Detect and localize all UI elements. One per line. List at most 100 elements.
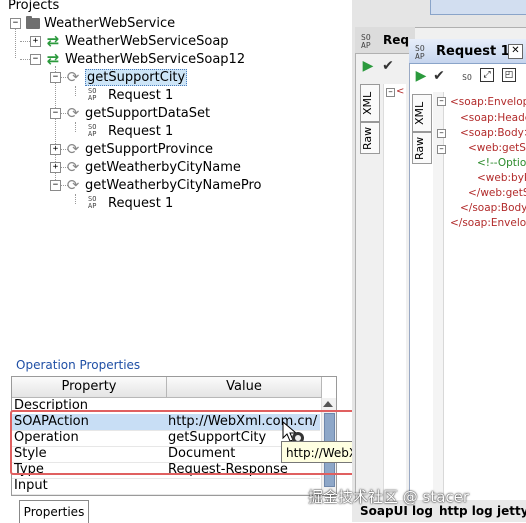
tree-node-service[interactable]: − WeatherWebService (10, 14, 175, 32)
collapse-toggle[interactable]: − (50, 71, 61, 83)
run-request-icon[interactable]: ▶ (362, 58, 374, 74)
tab-xml-back[interactable]: XML (360, 84, 380, 122)
window-edge (430, 0, 526, 15)
property-name: Description (14, 398, 89, 413)
fold-toggle[interactable]: − (437, 97, 446, 106)
xml-line: <soap:Header (460, 112, 526, 124)
property-value: getSupportCity (168, 430, 267, 445)
xml-editor[interactable] (433, 92, 526, 500)
property-name: Operation (14, 430, 79, 445)
tree-line (60, 149, 68, 150)
fold-toggle[interactable]: − (437, 145, 446, 154)
submit-check-icon[interactable]: ✔ (433, 68, 445, 84)
tree-node-operation[interactable]: − ⟳ getSupportCity (50, 68, 188, 86)
submit-check-icon[interactable]: ✔ (382, 58, 394, 74)
tree-node-operation[interactable]: + ⟳ getWeatherbyCityName (50, 158, 241, 176)
operation-name: getWeatherbyCityNamePro (85, 177, 262, 193)
request-window-front-titlebar[interactable] (409, 39, 526, 64)
tree-line (60, 113, 68, 114)
tree-node-binding[interactable]: − ⇄ WeatherWebServiceSoap12 (30, 50, 245, 68)
fold-toggle[interactable]: − (386, 88, 395, 97)
table-row-selected[interactable]: SOAPAction http://WebXml.com.cn/... (12, 414, 320, 431)
tree-node-operation[interactable]: − ⟳ getSupportDataSet (50, 104, 210, 122)
request-name: Request 1 (108, 195, 174, 211)
table-row[interactable]: Operation getSupportCity (12, 430, 320, 447)
tree-line (15, 28, 16, 58)
tree-node-operation[interactable]: + ⟳ getSupportProvince (50, 140, 213, 158)
tab-raw-back[interactable]: Raw (360, 122, 380, 154)
close-icon[interactable]: ✕ (508, 44, 523, 59)
fullscreen-icon[interactable]: ⤢ (480, 68, 494, 82)
property-name: Input (14, 478, 48, 493)
editor-gutter (433, 92, 444, 500)
tab-soapui-log[interactable]: SoapUI log (360, 504, 433, 518)
column-header-value[interactable]: Value (167, 377, 322, 398)
tree-line (55, 66, 56, 188)
table-row[interactable]: Input (12, 478, 320, 495)
back-editor-gutter (383, 84, 406, 500)
log-tabs-bar (352, 500, 526, 522)
tab-jetty-log[interactable]: jetty (497, 504, 526, 518)
tree-line (20, 59, 32, 60)
property-name: Style (14, 446, 47, 461)
tree-line (75, 194, 76, 204)
tree-line (60, 77, 68, 78)
tree-line (60, 185, 68, 186)
soap-settings-icon[interactable]: SO (462, 73, 472, 82)
front-window-title: Request 1 (436, 44, 510, 59)
operation-name-selected: getSupportCity (85, 68, 188, 86)
operation-name: getSupportProvince (85, 141, 214, 157)
operation-cycle-icon: ⟳ (66, 104, 80, 122)
tree-line (60, 167, 68, 168)
request-name: Request 1 (108, 87, 174, 103)
xml-line: <soap:Body> (460, 127, 526, 139)
tree-line (75, 86, 76, 96)
tab-properties[interactable]: Properties (19, 500, 89, 523)
interface-arrows-icon: ⇄ (46, 50, 60, 68)
xml-fragment: < (396, 86, 405, 97)
collapse-toggle[interactable]: − (50, 179, 61, 191)
expand-toggle[interactable]: + (50, 143, 61, 155)
request-window-back-titlebar[interactable] (355, 27, 415, 54)
tree-node-binding[interactable]: + ⇄ WeatherWebServiceSoap (30, 32, 229, 50)
service-name: WeatherWebService (44, 15, 176, 31)
operation-cycle-icon: ⟳ (66, 176, 80, 194)
expand-toggle[interactable]: + (30, 35, 41, 47)
operation-name: getWeatherbyCityName (85, 159, 241, 175)
xml-line: <web:byP (477, 172, 526, 184)
fold-toggle[interactable]: − (437, 129, 446, 138)
tab-http-log[interactable]: http log (439, 504, 493, 518)
scroll-up-arrow-icon[interactable] (323, 401, 333, 407)
property-name: SOAPAction (14, 414, 89, 429)
xml-line: </soap:Envelope (450, 217, 526, 229)
tab-xml[interactable]: XML (412, 94, 432, 132)
interface-arrows-icon: ⇄ (46, 32, 60, 50)
binding-name: WeatherWebServiceSoap12 (65, 51, 246, 67)
xml-comment-line: <!--Optiona (477, 157, 526, 169)
collapse-toggle[interactable]: − (10, 17, 21, 29)
collapse-toggle[interactable]: − (50, 107, 61, 119)
operation-cycle-icon: ⟳ (66, 68, 80, 86)
split-view-icon[interactable]: ◰ (502, 68, 516, 82)
table-row[interactable]: Style Document (12, 446, 320, 463)
xml-line: <web:getSu (468, 142, 526, 154)
operation-properties-title: Operation Properties (16, 358, 141, 372)
tab-raw[interactable]: Raw (412, 132, 432, 164)
tree-line (75, 122, 76, 132)
operation-cycle-icon: ⟳ (66, 140, 80, 158)
tree-node-operation[interactable]: − ⟳ getWeatherbyCityNamePro (50, 176, 261, 194)
projects-panel-title: Projects (8, 0, 60, 13)
collapse-toggle[interactable]: − (30, 53, 41, 65)
run-request-icon[interactable]: ▶ (415, 68, 427, 84)
folder-icon (26, 15, 40, 29)
expand-toggle[interactable]: + (50, 161, 61, 173)
column-header-property[interactable]: Property (12, 377, 167, 398)
xml-line: </web:getSu (468, 187, 526, 199)
xml-line: </soap:Body> (460, 202, 526, 214)
